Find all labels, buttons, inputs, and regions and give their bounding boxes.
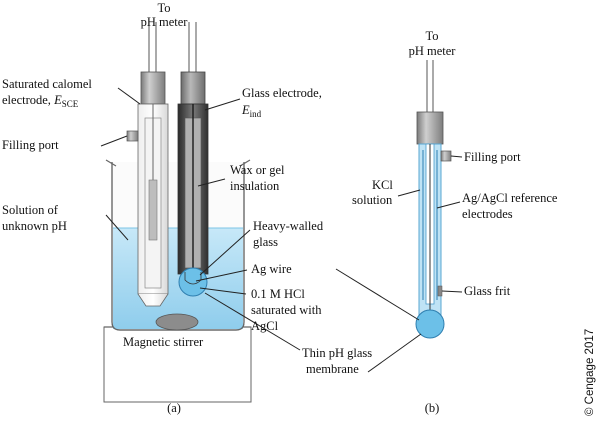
label-sce-2-text: electrode, <box>2 93 54 107</box>
label-hcl-1: 0.1 M HCl <box>251 287 305 301</box>
label-sce-symbol: E <box>53 93 62 107</box>
label-glass-electrode: Glass electrode, <box>242 86 322 100</box>
caption-a: (a) <box>167 401 181 415</box>
label-solution-1: Solution of <box>2 203 59 217</box>
to-ph-meter-b-1: To <box>425 29 438 43</box>
label-sce-1: Saturated calomel <box>2 77 92 91</box>
stirrer-base <box>103 326 252 403</box>
copyright: © Cengage 2017 <box>584 329 596 416</box>
label-heavy-glass-1: Heavy-walled <box>253 219 324 233</box>
leaders-a <box>100 87 301 351</box>
to-ph-meter-a-2: pH meter <box>141 15 189 29</box>
combination-electrode <box>415 60 452 339</box>
label-kcl-2: solution <box>352 193 393 207</box>
stir-bar <box>155 313 199 331</box>
glass-electrode <box>177 22 209 297</box>
label-glass-symbol: Eind <box>241 103 262 119</box>
label-wax-2: insulation <box>230 179 280 193</box>
leaders-b <box>335 155 463 373</box>
calomel-electrode <box>126 22 169 307</box>
label-filling-port-a: Filling port <box>2 138 59 152</box>
label-membrane-1: Thin pH glass <box>302 346 372 360</box>
glass-frit <box>437 285 443 297</box>
label-sce-2: electrode, ESCE <box>2 93 79 109</box>
label-glass-frit: Glass frit <box>464 284 511 298</box>
label-glass-subscript: ind <box>250 109 262 119</box>
label-hcl-2: saturated with <box>251 303 322 317</box>
filling-port-a <box>126 130 139 142</box>
label-sce-subscript: SCE <box>62 99 79 109</box>
panel-a: To pH meter Saturated calomel electrode,… <box>2 1 372 415</box>
label-kcl-1: KCl <box>372 178 393 192</box>
to-ph-meter-b-2: pH meter <box>409 44 457 58</box>
to-ph-meter-a-1: To <box>157 1 170 15</box>
label-magnetic-stirrer: Magnetic stirrer <box>123 335 204 349</box>
panel-b: To pH meter Filling port KCl solution Ag… <box>335 29 558 415</box>
label-hcl-3: AgCl <box>251 319 279 333</box>
label-membrane-2: membrane <box>306 362 359 376</box>
label-filling-port-b: Filling port <box>464 150 521 164</box>
label-ref-electrodes-1: Ag/AgCl reference <box>462 191 558 205</box>
label-ag-wire: Ag wire <box>251 262 292 276</box>
label-glass-symbol-e: E <box>241 103 250 117</box>
caption-b: (b) <box>425 401 440 415</box>
label-ref-electrodes-2: electrodes <box>462 207 513 221</box>
filling-port-b <box>440 150 452 162</box>
label-wax-1: Wax or gel <box>230 163 285 177</box>
label-heavy-glass-2: glass <box>253 235 278 249</box>
label-solution-2: unknown pH <box>2 219 67 233</box>
bulb-b <box>415 309 445 339</box>
